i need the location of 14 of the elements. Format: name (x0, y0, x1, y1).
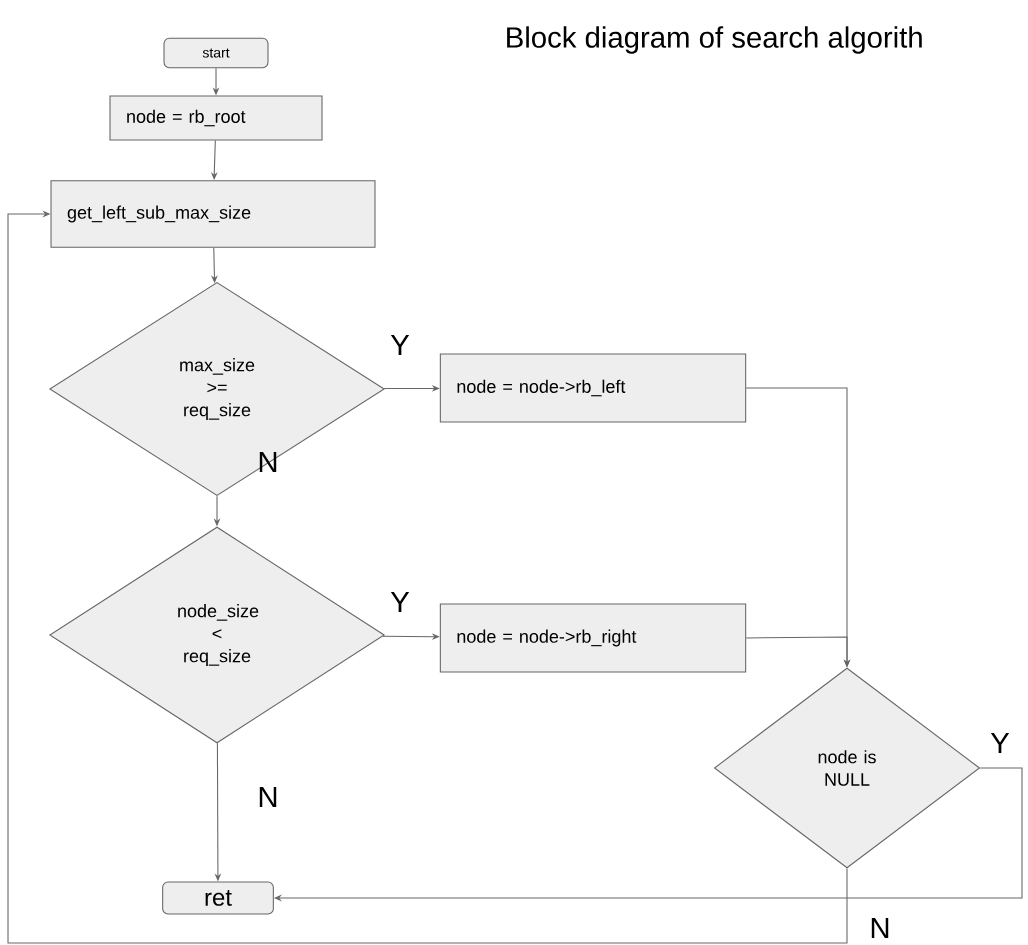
edge-label: N (259, 451, 277, 473)
process-box: get_left_sub_max_size (50, 180, 376, 248)
edge-label: Y (390, 591, 410, 613)
terminal-box: ret (162, 881, 274, 915)
process-box: node = rb_root (109, 95, 323, 141)
title: Block diagram of search algorith (507, 26, 922, 54)
edge-label: N (259, 786, 277, 808)
process-box: node = node->rb_left (439, 353, 747, 423)
edge-label: Y (390, 334, 410, 356)
edge-label: Y (990, 732, 1010, 754)
arrow (7, 210, 848, 944)
terminal-box: start (163, 37, 269, 69)
process-box: node = node->rb_right (439, 603, 747, 673)
edge-label: N (871, 917, 889, 939)
